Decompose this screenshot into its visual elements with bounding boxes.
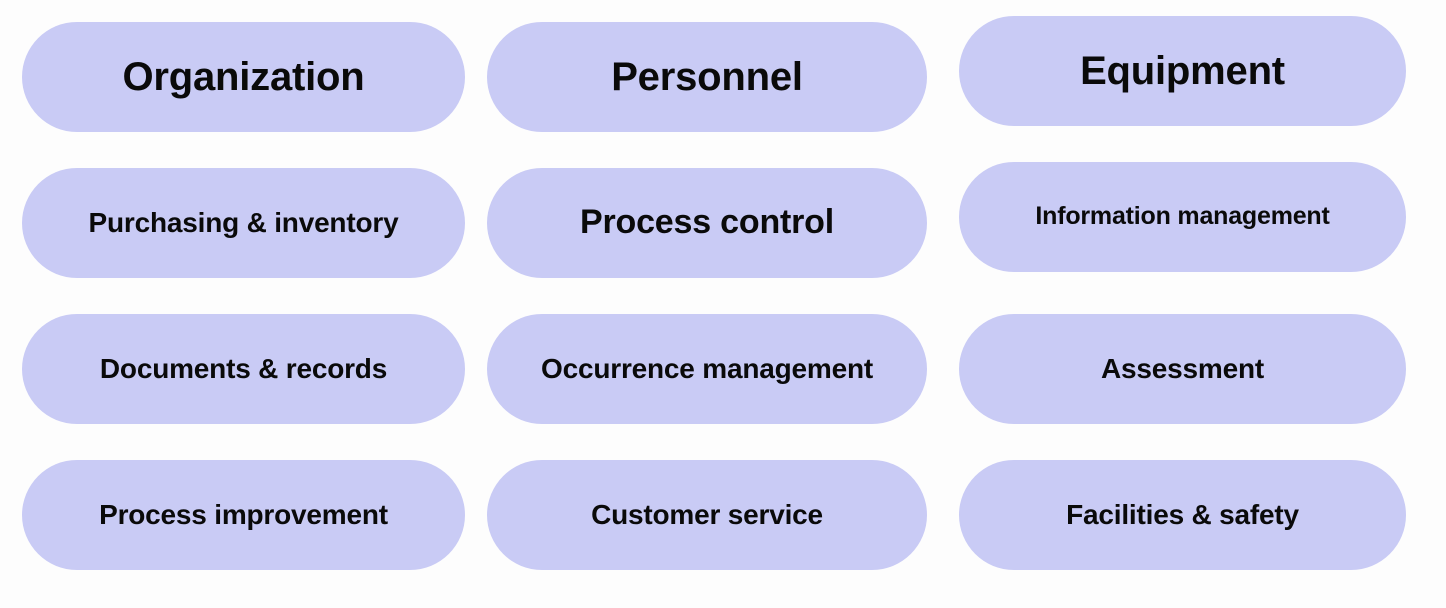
grid-cell: Facilities & safety xyxy=(959,460,1426,606)
pill-organization[interactable]: Organization xyxy=(22,22,465,132)
grid-cell: Information management xyxy=(959,162,1426,314)
pill-customer-service[interactable]: Customer service xyxy=(487,460,927,570)
pill-label: Information management xyxy=(1035,202,1330,231)
pill-personnel[interactable]: Personnel xyxy=(487,22,927,132)
grid-cell: Purchasing & inventory xyxy=(22,168,487,314)
pill-label: Purchasing & inventory xyxy=(88,206,399,238)
pill-label: Documents & records xyxy=(99,352,388,384)
pill-label: Assessment xyxy=(1101,352,1264,384)
grid-cell: Process improvement xyxy=(22,460,487,606)
pill-label: Facilities & safety xyxy=(1066,498,1299,530)
pill-documents-records[interactable]: Documents & records xyxy=(22,314,465,424)
pill-assessment[interactable]: Assessment xyxy=(959,314,1406,424)
pill-label: Process improvement xyxy=(99,498,388,530)
pill-label: Organization xyxy=(122,55,365,99)
pill-equipment[interactable]: Equipment xyxy=(959,16,1406,126)
pill-label: Process control xyxy=(580,203,834,242)
pill-process-improvement[interactable]: Process improvement xyxy=(22,460,465,570)
grid-cell: Equipment xyxy=(959,16,1426,168)
pill-facilities-safety[interactable]: Facilities & safety xyxy=(959,460,1406,570)
pill-label: Personnel xyxy=(611,55,803,99)
grid-cell: Process control xyxy=(487,168,959,314)
grid-cell: Assessment xyxy=(959,314,1426,460)
grid-cell: Occurrence management xyxy=(487,314,959,460)
pill-information-management[interactable]: Information management xyxy=(959,162,1406,272)
pill-label: Customer service xyxy=(591,498,823,530)
grid-cell: Customer service xyxy=(487,460,959,606)
pill-label: Equipment xyxy=(1080,49,1285,93)
grid-cell: Documents & records xyxy=(22,314,487,460)
pill-occurrence-management[interactable]: Occurrence management xyxy=(487,314,927,424)
pill-purchasing-inventory[interactable]: Purchasing & inventory xyxy=(22,168,465,278)
grid-cell: Organization xyxy=(22,22,487,168)
pill-process-control[interactable]: Process control xyxy=(487,168,927,278)
pill-label: Occurrence management xyxy=(541,352,873,384)
grid-cell: Personnel xyxy=(487,22,959,168)
